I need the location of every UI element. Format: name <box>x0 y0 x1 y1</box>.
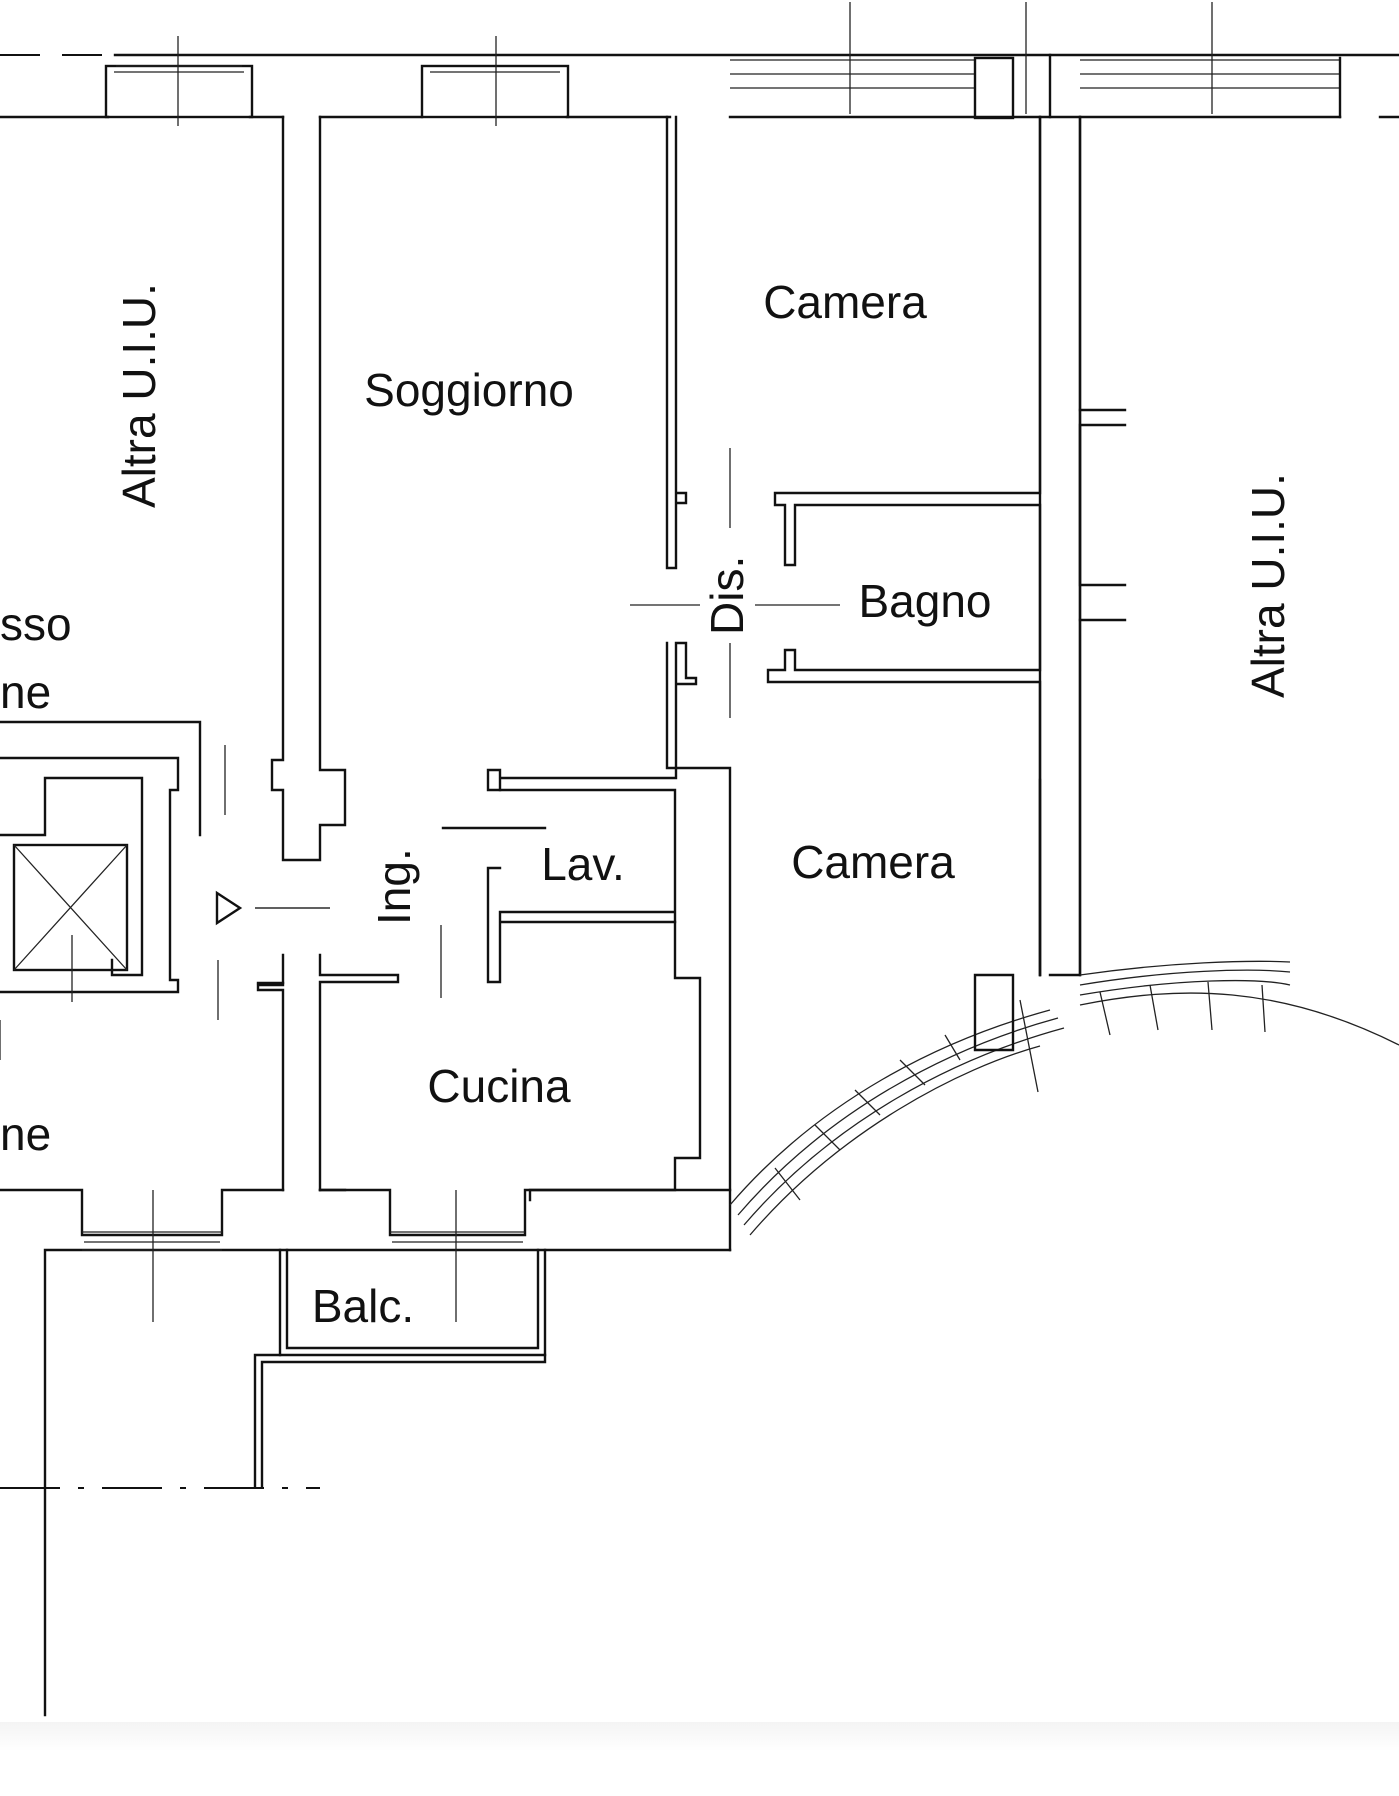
elevator-block <box>0 720 330 1060</box>
label-camera-bottom: Camera <box>791 836 955 888</box>
label-ingresso: Ing. <box>368 848 420 925</box>
label-cucina: Cucina <box>427 1060 571 1112</box>
label-partial-2: ne <box>0 666 51 718</box>
entrance-arrow-icon <box>215 890 243 926</box>
top-facade <box>0 2 1399 126</box>
bottom-facade <box>0 1188 732 1717</box>
curved-terrace <box>729 960 1399 1236</box>
label-dis: Dis. <box>701 556 753 635</box>
label-altra-uiu-left: Altra U.I.U. <box>113 283 165 508</box>
room-labels: Altra U.I.U. Soggiorno Camera Dis. Bagno… <box>0 276 1294 1332</box>
window-top-right <box>1080 2 1342 119</box>
label-partial-1: sso <box>0 598 72 650</box>
window-top-soggiorno <box>420 36 570 126</box>
label-altra-uiu-right: Altra U.I.U. <box>1242 473 1294 698</box>
window-bottom-left <box>82 1190 222 1322</box>
balcony <box>0 1248 547 1715</box>
walls-service <box>217 448 840 1252</box>
label-soggiorno: Soggiorno <box>364 364 574 416</box>
label-bagno: Bagno <box>858 575 991 627</box>
walls-main <box>256 53 1127 1192</box>
window-top-left <box>104 36 254 126</box>
label-lavanderia: Lav. <box>541 838 625 890</box>
bottom-fade <box>0 1722 1399 1796</box>
window-bottom-cucina <box>390 1190 525 1322</box>
window-top-camera <box>730 2 1027 120</box>
elevator-icon <box>12 843 129 972</box>
label-partial-3: ne <box>0 1108 51 1160</box>
label-balcone: Balc. <box>312 1280 414 1332</box>
label-camera-top: Camera <box>763 276 927 328</box>
